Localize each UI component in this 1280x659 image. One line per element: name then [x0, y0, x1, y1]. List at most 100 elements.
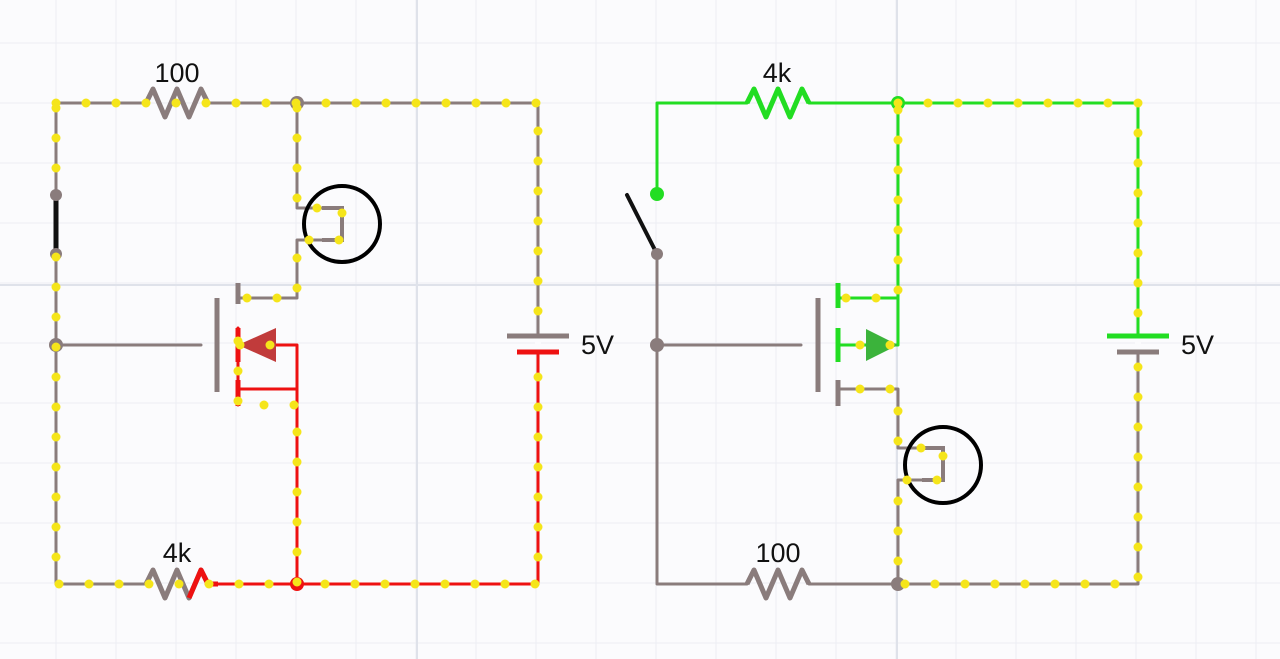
current-dot — [1133, 188, 1143, 198]
current-dot — [204, 579, 214, 589]
current-dot — [990, 579, 1000, 589]
current-dot — [1073, 98, 1083, 108]
current-dot — [893, 526, 903, 536]
current-dot — [292, 427, 302, 437]
left-current-dots — [51, 98, 543, 589]
current-dot — [900, 579, 910, 589]
current-dot — [54, 579, 64, 589]
right-mosfet-arrow-icon — [866, 329, 898, 361]
right-resistor-bottom[interactable] — [744, 567, 812, 601]
current-dot — [960, 579, 970, 589]
current-dot — [1133, 362, 1143, 372]
current-dot — [410, 579, 420, 589]
current-dot — [930, 579, 940, 589]
current-dot — [1133, 482, 1143, 492]
right-current-dots — [841, 98, 1143, 589]
current-dot — [533, 216, 543, 226]
current-dot — [1133, 278, 1143, 288]
right-lamp[interactable] — [903, 425, 983, 505]
current-dot — [231, 98, 241, 108]
current-dot — [292, 283, 302, 293]
current-dot — [531, 98, 541, 108]
right-node-bottom[interactable] — [891, 577, 905, 591]
current-dot — [51, 312, 61, 322]
circuit-left[interactable]: 100 4k 5V — [49, 58, 614, 601]
current-dot — [916, 443, 926, 453]
current-dot — [114, 579, 124, 589]
current-dot — [923, 98, 933, 108]
left-resistor-top[interactable] — [143, 86, 211, 120]
current-dot — [938, 451, 948, 461]
left-lamp[interactable] — [302, 184, 382, 264]
current-dot — [111, 98, 121, 108]
left-lamp-filament — [322, 206, 344, 242]
left-mosfet-arrow-icon — [238, 328, 276, 362]
current-dot — [144, 579, 154, 589]
current-dot — [893, 496, 903, 506]
right-resistor-top-label: 4k — [763, 58, 792, 88]
right-wire-top-left[interactable] — [655, 101, 749, 196]
current-dot — [1013, 98, 1023, 108]
current-dot — [334, 235, 344, 245]
current-dot — [500, 579, 510, 589]
current-dot — [533, 552, 543, 562]
right-switch-terminal-top[interactable] — [650, 187, 664, 201]
current-dot — [411, 98, 421, 108]
current-dot — [1080, 579, 1090, 589]
current-dot — [953, 98, 963, 108]
current-dot — [533, 372, 543, 382]
current-dot — [533, 402, 543, 412]
current-dot — [1133, 542, 1143, 552]
current-dot — [292, 457, 302, 467]
current-dot — [51, 103, 61, 113]
current-dot — [292, 193, 302, 203]
current-dot — [893, 406, 903, 416]
current-dot — [321, 98, 331, 108]
right-resistor-top[interactable] — [744, 86, 812, 120]
current-dot — [440, 579, 450, 589]
current-dot — [501, 98, 511, 108]
right-wire-leftrail[interactable] — [655, 252, 749, 586]
current-dot — [51, 552, 61, 562]
current-dot — [885, 384, 895, 394]
current-dot — [893, 165, 903, 175]
current-dot — [1043, 98, 1053, 108]
current-dot — [1133, 422, 1143, 432]
current-dot — [1133, 308, 1143, 318]
current-dot — [855, 340, 865, 350]
right-switch-terminal-bottom[interactable] — [651, 248, 663, 260]
current-dot — [233, 396, 243, 406]
current-dot — [51, 133, 61, 143]
current-dot — [932, 475, 942, 485]
current-dot — [533, 432, 543, 442]
current-dot — [533, 246, 543, 256]
current-dot — [1133, 392, 1143, 402]
current-dot — [1133, 452, 1143, 462]
current-dot — [350, 579, 360, 589]
left-switch-terminal-top[interactable] — [50, 189, 62, 201]
current-dot — [233, 366, 243, 376]
current-dot — [265, 340, 275, 350]
current-dot — [351, 98, 361, 108]
current-dot — [292, 163, 302, 173]
current-dot — [174, 579, 184, 589]
current-dot — [533, 186, 543, 196]
current-dot — [292, 577, 302, 587]
current-dot — [81, 98, 91, 108]
right-n-mosfet[interactable] — [815, 283, 898, 406]
current-dot — [380, 579, 390, 589]
right-resistor-bottom-label: 100 — [755, 538, 800, 568]
circuit-right[interactable]: 4k 100 5V — [625, 58, 1214, 601]
current-dot — [51, 432, 61, 442]
right-wire-lamp-return[interactable] — [896, 478, 924, 586]
current-dot — [902, 475, 912, 485]
right-switch-blade[interactable] — [625, 193, 659, 256]
current-dot — [533, 522, 543, 532]
right-node-gate[interactable] — [650, 338, 664, 352]
current-dot — [893, 225, 903, 235]
current-dot — [292, 547, 302, 557]
current-dot — [1133, 572, 1143, 582]
current-dot — [51, 252, 61, 262]
